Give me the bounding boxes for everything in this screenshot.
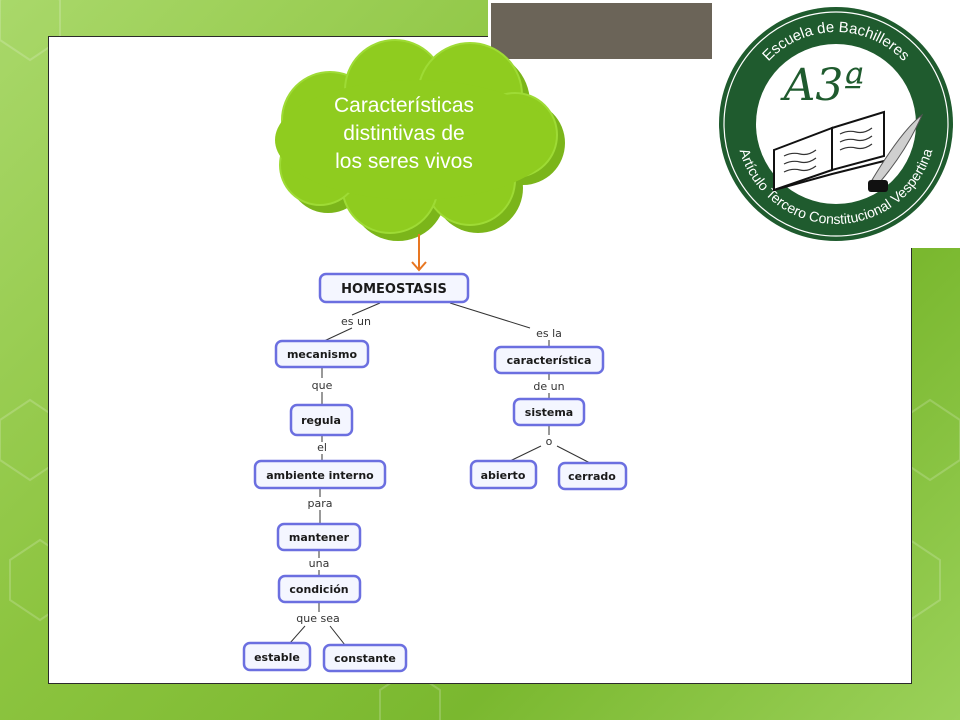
connector-lines [289, 302, 591, 646]
link-label-el: el [317, 441, 327, 454]
node-mantener-label: mantener [289, 531, 350, 544]
link-label-es-un: es un [341, 315, 371, 328]
cloud-line-2: distintivas de [343, 122, 464, 145]
node-homeostasis-label: HOMEOSTASIS [341, 282, 447, 297]
node-caracteristica-label: característica [507, 354, 592, 367]
node-caracteristica[interactable]: característica [493, 345, 605, 375]
cloud-line-3: los seres vivos [335, 150, 473, 173]
node-abierto-label: abierto [481, 469, 526, 482]
node-condicion-label: condición [289, 583, 348, 596]
logo-monogram: A3ª [780, 60, 865, 111]
node-mecanismo[interactable]: mecanismo [274, 339, 370, 369]
link-label-una: una [309, 557, 330, 570]
link-label-que: que [312, 379, 333, 392]
node-mecanismo-label: mecanismo [287, 348, 357, 361]
node-homeostasis[interactable]: HOMEOSTASIS [318, 272, 470, 304]
cloud-line-1: Características [334, 94, 474, 117]
link-label-es-la: es la [536, 327, 562, 340]
node-sistema-label: sistema [525, 406, 573, 419]
node-sistema[interactable]: sistema [512, 397, 586, 427]
node-estable-label: estable [254, 651, 300, 664]
cloud-shape [275, 39, 565, 241]
node-ambiente-interno-label: ambiente interno [266, 469, 374, 482]
link-label-de-un: de un [533, 380, 564, 393]
link-label-que-sea: que sea [296, 612, 339, 625]
node-constante-label: constante [334, 652, 396, 665]
node-estable[interactable]: estable [242, 641, 312, 672]
node-abierto[interactable]: abierto [469, 459, 538, 490]
open-book-quill-icon: A3ª [773, 60, 924, 192]
link-label-o: o [546, 435, 553, 448]
node-mantener[interactable]: mantener [276, 522, 362, 552]
title-bar [488, 0, 716, 62]
node-ambiente-interno[interactable]: ambiente interno [253, 459, 387, 490]
node-constante[interactable]: constante [322, 643, 408, 673]
node-regula[interactable]: regula [289, 403, 354, 437]
school-logo: Escuela de Bachilleres Artículo Tercero … [712, 0, 960, 248]
node-condicion[interactable]: condición [277, 574, 362, 604]
node-regula-label: regula [301, 414, 341, 427]
node-cerrado-label: cerrado [568, 470, 616, 483]
link-label-para: para [308, 497, 333, 510]
cloud-arrow [411, 234, 427, 272]
node-cerrado[interactable]: cerrado [557, 461, 628, 491]
